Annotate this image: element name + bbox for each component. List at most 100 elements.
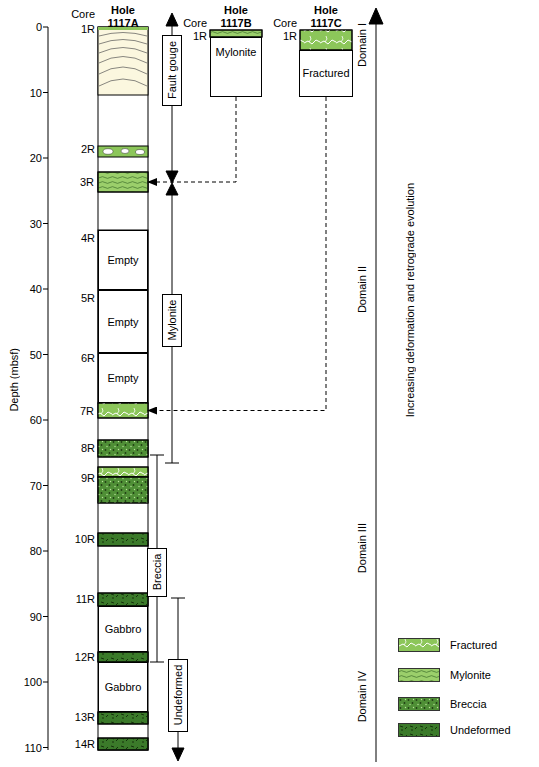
- gabbro-core: Gabbro: [98, 662, 148, 712]
- core-seg: [98, 533, 148, 546]
- text-label: 40: [30, 283, 42, 295]
- vertical-label: Increasing deformation and retrograde ev…: [404, 183, 416, 417]
- core-seg: [98, 593, 148, 606]
- text-label: 8R: [81, 442, 95, 454]
- core-seg: [98, 467, 148, 477]
- empty-run: [98, 230, 148, 403]
- arrow-head: [166, 13, 178, 26]
- text-label: Core: [71, 8, 95, 20]
- depth-axis: [43, 27, 48, 750]
- node-text: 3R: [80, 176, 94, 188]
- core-seg: [98, 172, 148, 192]
- node-text: Breccia: [151, 554, 163, 591]
- core-texture: [98, 738, 148, 750]
- interval-label: Mylonite: [162, 294, 182, 347]
- node-text: Fractured: [302, 67, 349, 79]
- text-label: Core: [273, 17, 297, 29]
- text-label: 11R: [76, 593, 95, 605]
- interval-brackets: [150, 8, 383, 762]
- dashed-connector: [148, 97, 326, 411]
- text-label: 90: [30, 611, 42, 623]
- node-text: Undeformed: [172, 665, 184, 726]
- clast: [103, 149, 113, 155]
- legend-text: Breccia: [450, 698, 487, 710]
- text-label: 13R: [75, 711, 95, 723]
- text-label: 50: [30, 349, 42, 361]
- swatch-texture: [399, 698, 439, 710]
- core-texture: [98, 593, 148, 606]
- node-text: Fault gouge: [166, 41, 178, 99]
- text-label: 100: [24, 676, 42, 688]
- hole-title: Hole 1117C: [300, 4, 352, 30]
- hole-title: Hole 1117B: [210, 4, 262, 30]
- legend-text: Mylonite: [450, 669, 491, 681]
- node-text: Empty: [107, 254, 138, 266]
- core-texture: [98, 533, 148, 546]
- core-seg: [98, 146, 148, 157]
- clast: [136, 150, 145, 155]
- node-text: Gabbro: [105, 681, 142, 693]
- core-seg: [300, 30, 352, 50]
- arrow-head: [172, 748, 184, 761]
- legend-text: Fractured: [450, 639, 497, 651]
- legend-swatch: [398, 638, 440, 652]
- empty-core: Empty: [98, 290, 148, 353]
- core-seg: [98, 477, 148, 503]
- core-seg: [98, 403, 148, 418]
- range-tick: [150, 662, 164, 663]
- interval-label: Breccia: [147, 548, 167, 597]
- legend-text: Undeformed: [450, 724, 511, 736]
- range-tick: [171, 598, 185, 599]
- vertical-label: Domain I: [356, 23, 368, 67]
- axis-line: [48, 27, 49, 750]
- core-texture: [98, 172, 148, 192]
- text-label: 80: [30, 545, 42, 557]
- vertical-label: Domain II: [356, 266, 368, 313]
- text-label: 4R: [81, 232, 95, 244]
- swatch-texture-fill: [399, 698, 439, 710]
- node-text: Gabbro: [105, 623, 142, 635]
- empty-core: Empty: [98, 230, 148, 290]
- arrow-head: [166, 171, 178, 183]
- core-seg: [210, 30, 262, 37]
- text-label: 0: [36, 21, 42, 33]
- text-label: 20: [30, 152, 42, 164]
- hole-a-column: [98, 27, 148, 750]
- core-texture: [210, 30, 262, 37]
- text-label: Core: [183, 17, 207, 29]
- swatch-texture-fill: [399, 639, 439, 651]
- text-label: 70: [30, 480, 42, 492]
- gouge-core: [98, 27, 148, 95]
- core-1r: [98, 27, 148, 95]
- text-label: 1R: [193, 30, 207, 42]
- legend-swatch: [398, 723, 440, 737]
- hole-box: Fractured: [299, 50, 353, 97]
- core-seg: [98, 738, 148, 750]
- gouge-lines: [99, 33, 147, 87]
- core-texture: [98, 712, 148, 724]
- text-label: 2R: [81, 143, 95, 155]
- core-segments: [98, 30, 352, 750]
- hole-title: Hole 1117A: [97, 4, 149, 30]
- interval-label: Fault gouge: [162, 35, 182, 106]
- text-label: 1R: [283, 30, 297, 42]
- swatch-texture: [399, 669, 439, 681]
- text-label: 60: [30, 414, 42, 426]
- arrow-head: [166, 183, 178, 195]
- core-texture: [98, 440, 148, 457]
- legend-swatch: [398, 668, 440, 682]
- swatch-texture: [399, 639, 439, 651]
- swatch-texture-fill: [399, 724, 439, 736]
- node-text: Mylonite: [166, 300, 178, 341]
- text-label: 6R: [81, 352, 95, 364]
- core-seg: [98, 652, 148, 662]
- swatch-texture-fill: [399, 669, 439, 681]
- domain-arrow: [376, 22, 377, 762]
- dashed-connector: [148, 97, 236, 182]
- arrow-head: [369, 8, 383, 24]
- core-section: 3R: [98, 172, 148, 192]
- core-texture: [300, 30, 352, 50]
- core-texture: [98, 652, 148, 662]
- vertical-label: Domain III: [356, 523, 368, 573]
